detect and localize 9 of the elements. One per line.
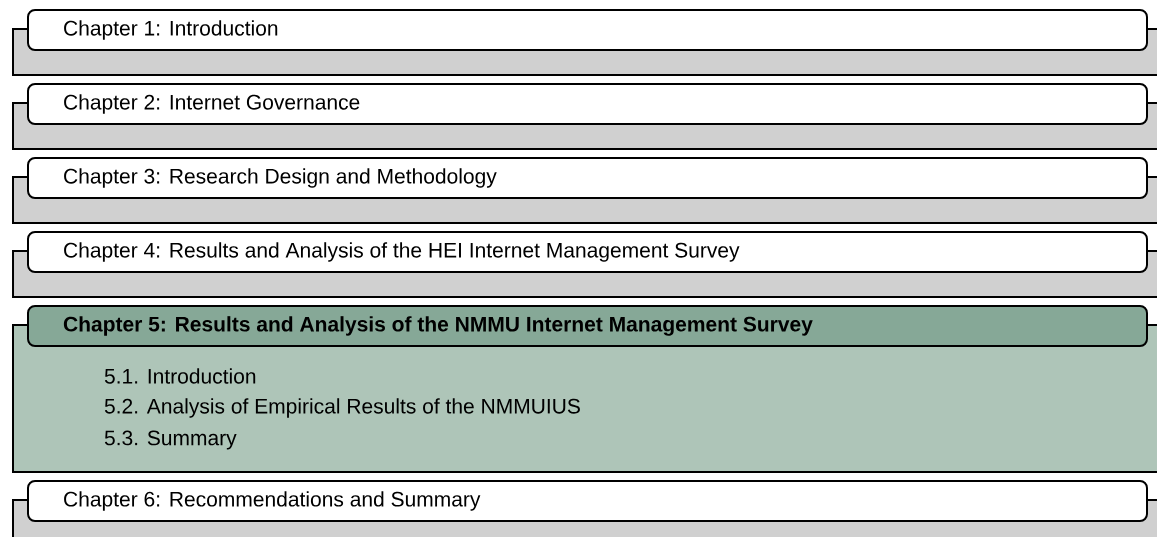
section-item: 5.2. Analysis of Empirical Results of the NMMUIUS	[104, 398, 580, 418]
chapter-tab: Chapter 2: Internet Governance	[27, 83, 1148, 125]
section-item: 5.3. Summary	[104, 430, 237, 450]
chapter-tab: Chapter 1: Introduction	[27, 9, 1148, 51]
chapter-tab: Chapter 6: Recommendations and Summary	[27, 480, 1148, 522]
chapter-tab: Chapter 4: Results and Analysis of the HEI Internet Management Survey	[27, 231, 1148, 273]
chapter-tab: Chapter 5: Results and Analysis of the NMMU Internet Management Survey	[27, 305, 1148, 347]
chapter-tab: Chapter 3: Research Design and Methodology	[27, 157, 1148, 199]
section-item: 5.1. Introduction	[104, 368, 256, 384]
